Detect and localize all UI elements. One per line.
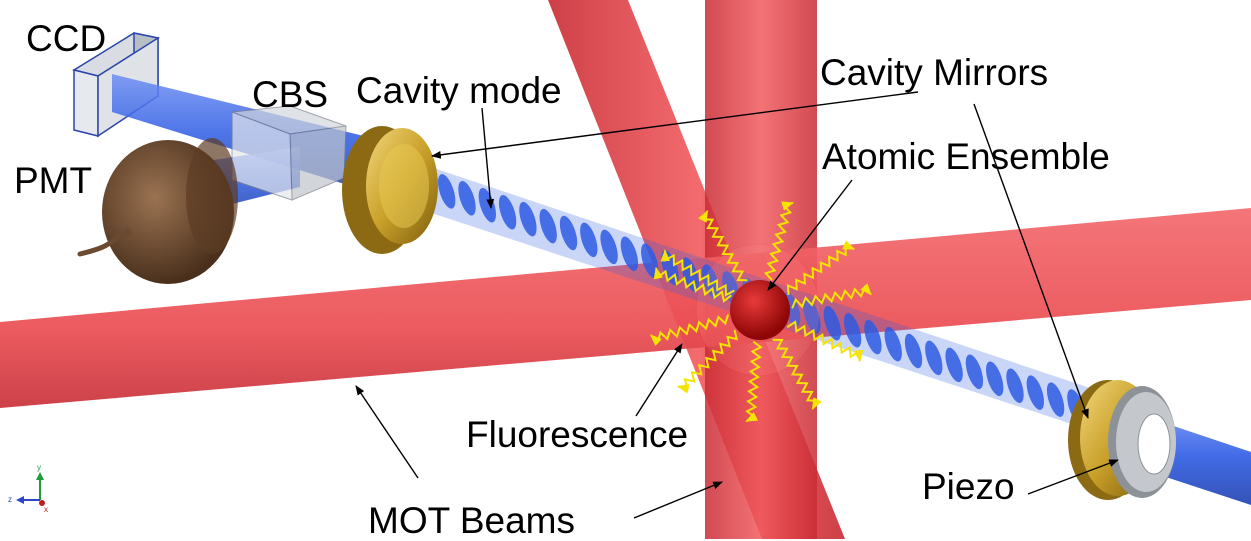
cavity-mode-lobe	[1026, 375, 1044, 410]
cavity-mode-lobe	[864, 319, 882, 355]
cavity-mode-lobe	[559, 215, 578, 251]
axis-label-z: z	[8, 495, 12, 504]
cavity-mode-lobe	[600, 229, 618, 265]
label-fluorescence: Fluorescence	[466, 414, 689, 455]
axis-label-y: y	[37, 463, 41, 472]
fluorescence-photon-arrow	[763, 201, 795, 281]
fluorescence-photon-arrow	[653, 266, 732, 303]
cavity-mode-lobe	[965, 354, 984, 390]
cavity-mode-lobe	[498, 194, 517, 230]
cavity-mode-lobe	[620, 236, 639, 272]
fluorescence-photon-arrow	[791, 283, 872, 309]
label-ccd: CCD	[26, 18, 107, 59]
label-mot-beams: MOT Beams	[368, 500, 575, 541]
atomic-ensemble-cloud	[695, 243, 821, 377]
fluorescence-photon-arrow	[786, 320, 864, 363]
axis-label-x: x	[44, 505, 48, 514]
arrow-mot-beams-left	[355, 385, 419, 479]
fluorescence-photon-arrow	[660, 249, 735, 297]
fluorescence-photon-arrow	[786, 240, 856, 295]
label-pmt: PMT	[14, 160, 93, 201]
cavity-mode-lobe	[539, 208, 557, 244]
cavity-mode-lobe	[986, 361, 1004, 397]
pmt-detector	[77, 138, 238, 284]
arrow-cavity-mode	[481, 107, 495, 209]
cbs-cube	[231, 105, 347, 201]
label-atomic-ensemble: Atomic Ensemble	[822, 136, 1110, 177]
cavity-mode-lobe	[884, 326, 902, 362]
cavity-mode-lobe	[925, 340, 943, 376]
cavity-mode-lobe	[1046, 382, 1065, 417]
fluorescence-photon-arrow	[772, 338, 822, 411]
cavity-mode-lobe	[458, 181, 476, 216]
cavity-mode-lobe	[438, 174, 456, 209]
cavity-mirror-left	[342, 126, 438, 254]
arrow-cavity-mirror-left	[431, 91, 919, 159]
cavity-mode-lobe	[823, 305, 841, 341]
cavity-mode-lobe	[904, 333, 923, 369]
arrow-mot-beams-right	[633, 481, 723, 519]
cavity-mode-lobe	[519, 201, 537, 237]
fluorescence-photon-arrow	[676, 329, 739, 394]
fluorescence-photon-arrow	[745, 340, 763, 423]
label-piezo: Piezo	[922, 466, 1015, 507]
fluorescence-photon-arrow	[698, 209, 748, 282]
arrow-atomic-ensemble	[767, 179, 853, 291]
arrow-piezo	[1027, 459, 1119, 495]
cavity-mode-lobe	[843, 312, 862, 348]
piezo-ring	[1108, 386, 1176, 498]
mot-beam-horizontal	[0, 208, 1251, 408]
cavity-mode-lobe	[701, 264, 720, 299]
arrow-cavity-mirror-right	[973, 103, 1089, 419]
fluorescence-photons	[649, 201, 872, 423]
cavity-mode-lobe	[945, 347, 963, 383]
fluorescence-photon-arrow	[649, 314, 730, 346]
label-cavity-mirrors: Cavity Mirrors	[820, 52, 1049, 93]
cavity-mode-lobe	[1006, 368, 1024, 403]
arrow-fluorescence	[635, 343, 683, 417]
annotation-arrows	[355, 91, 1119, 519]
label-cbs: CBS	[252, 74, 329, 115]
cavity-mode-lobe	[803, 299, 821, 334]
axes-triad	[16, 472, 45, 506]
label-cavity-mode: Cavity mode	[356, 70, 562, 111]
cavity-mode-lobe	[580, 222, 598, 258]
